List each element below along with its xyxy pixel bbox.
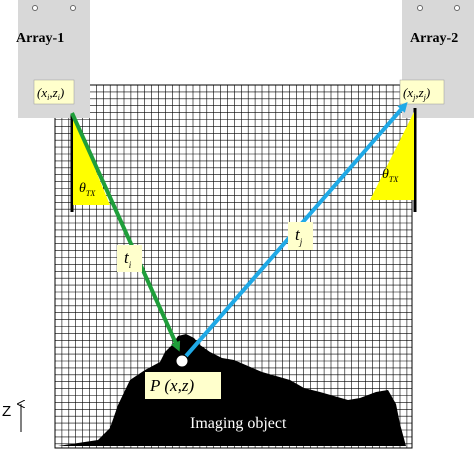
ray-right-label: tj bbox=[295, 225, 303, 247]
array-2-panel: Array-2 (xj,zj) bbox=[399, 0, 474, 118]
array-2-label: Array-2 bbox=[410, 31, 458, 46]
point-p-label-box bbox=[145, 372, 221, 399]
ray-left-arrow bbox=[70, 112, 181, 352]
array-1-panel: Array-1 (xi,zi) bbox=[16, 0, 90, 118]
array-2-coord-box bbox=[399, 79, 445, 105]
ray-left-label: ti bbox=[124, 248, 132, 270]
ray-right-label-box bbox=[288, 222, 313, 250]
imaging-object bbox=[58, 334, 406, 446]
array-1-coord-box bbox=[33, 79, 75, 105]
ray-left-label-box bbox=[117, 245, 142, 272]
point-p-label: P(x,z) bbox=[149, 376, 194, 395]
angle-right-triangle bbox=[370, 112, 414, 200]
angle-left-label: θTX bbox=[79, 181, 96, 198]
point-p-marker bbox=[175, 354, 189, 368]
svg-text:(xi,zi): (xi,zi) bbox=[37, 85, 64, 102]
z-axis-label: Z bbox=[2, 403, 11, 420]
svg-text:(xj,zj): (xj,zj) bbox=[403, 85, 430, 102]
imaging-object-label: Imaging object bbox=[190, 415, 287, 432]
angle-right-label: θTX bbox=[382, 167, 399, 184]
array-1-label: Array-1 bbox=[16, 31, 64, 46]
